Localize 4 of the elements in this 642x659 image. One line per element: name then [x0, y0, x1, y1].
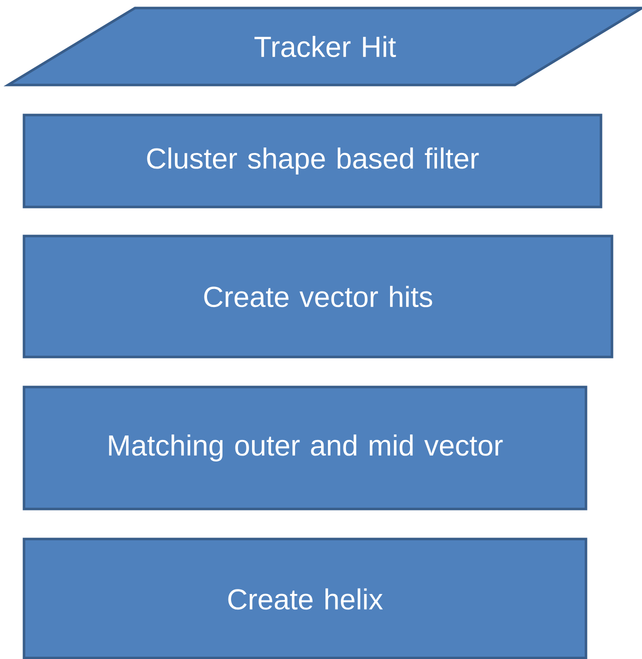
process-box: Cluster shape based filter	[22, 114, 602, 208]
process-box: Create vector hits	[22, 234, 614, 358]
process-box: Create helix	[22, 538, 588, 659]
process-box: Matching outer and mid vector	[22, 386, 588, 510]
